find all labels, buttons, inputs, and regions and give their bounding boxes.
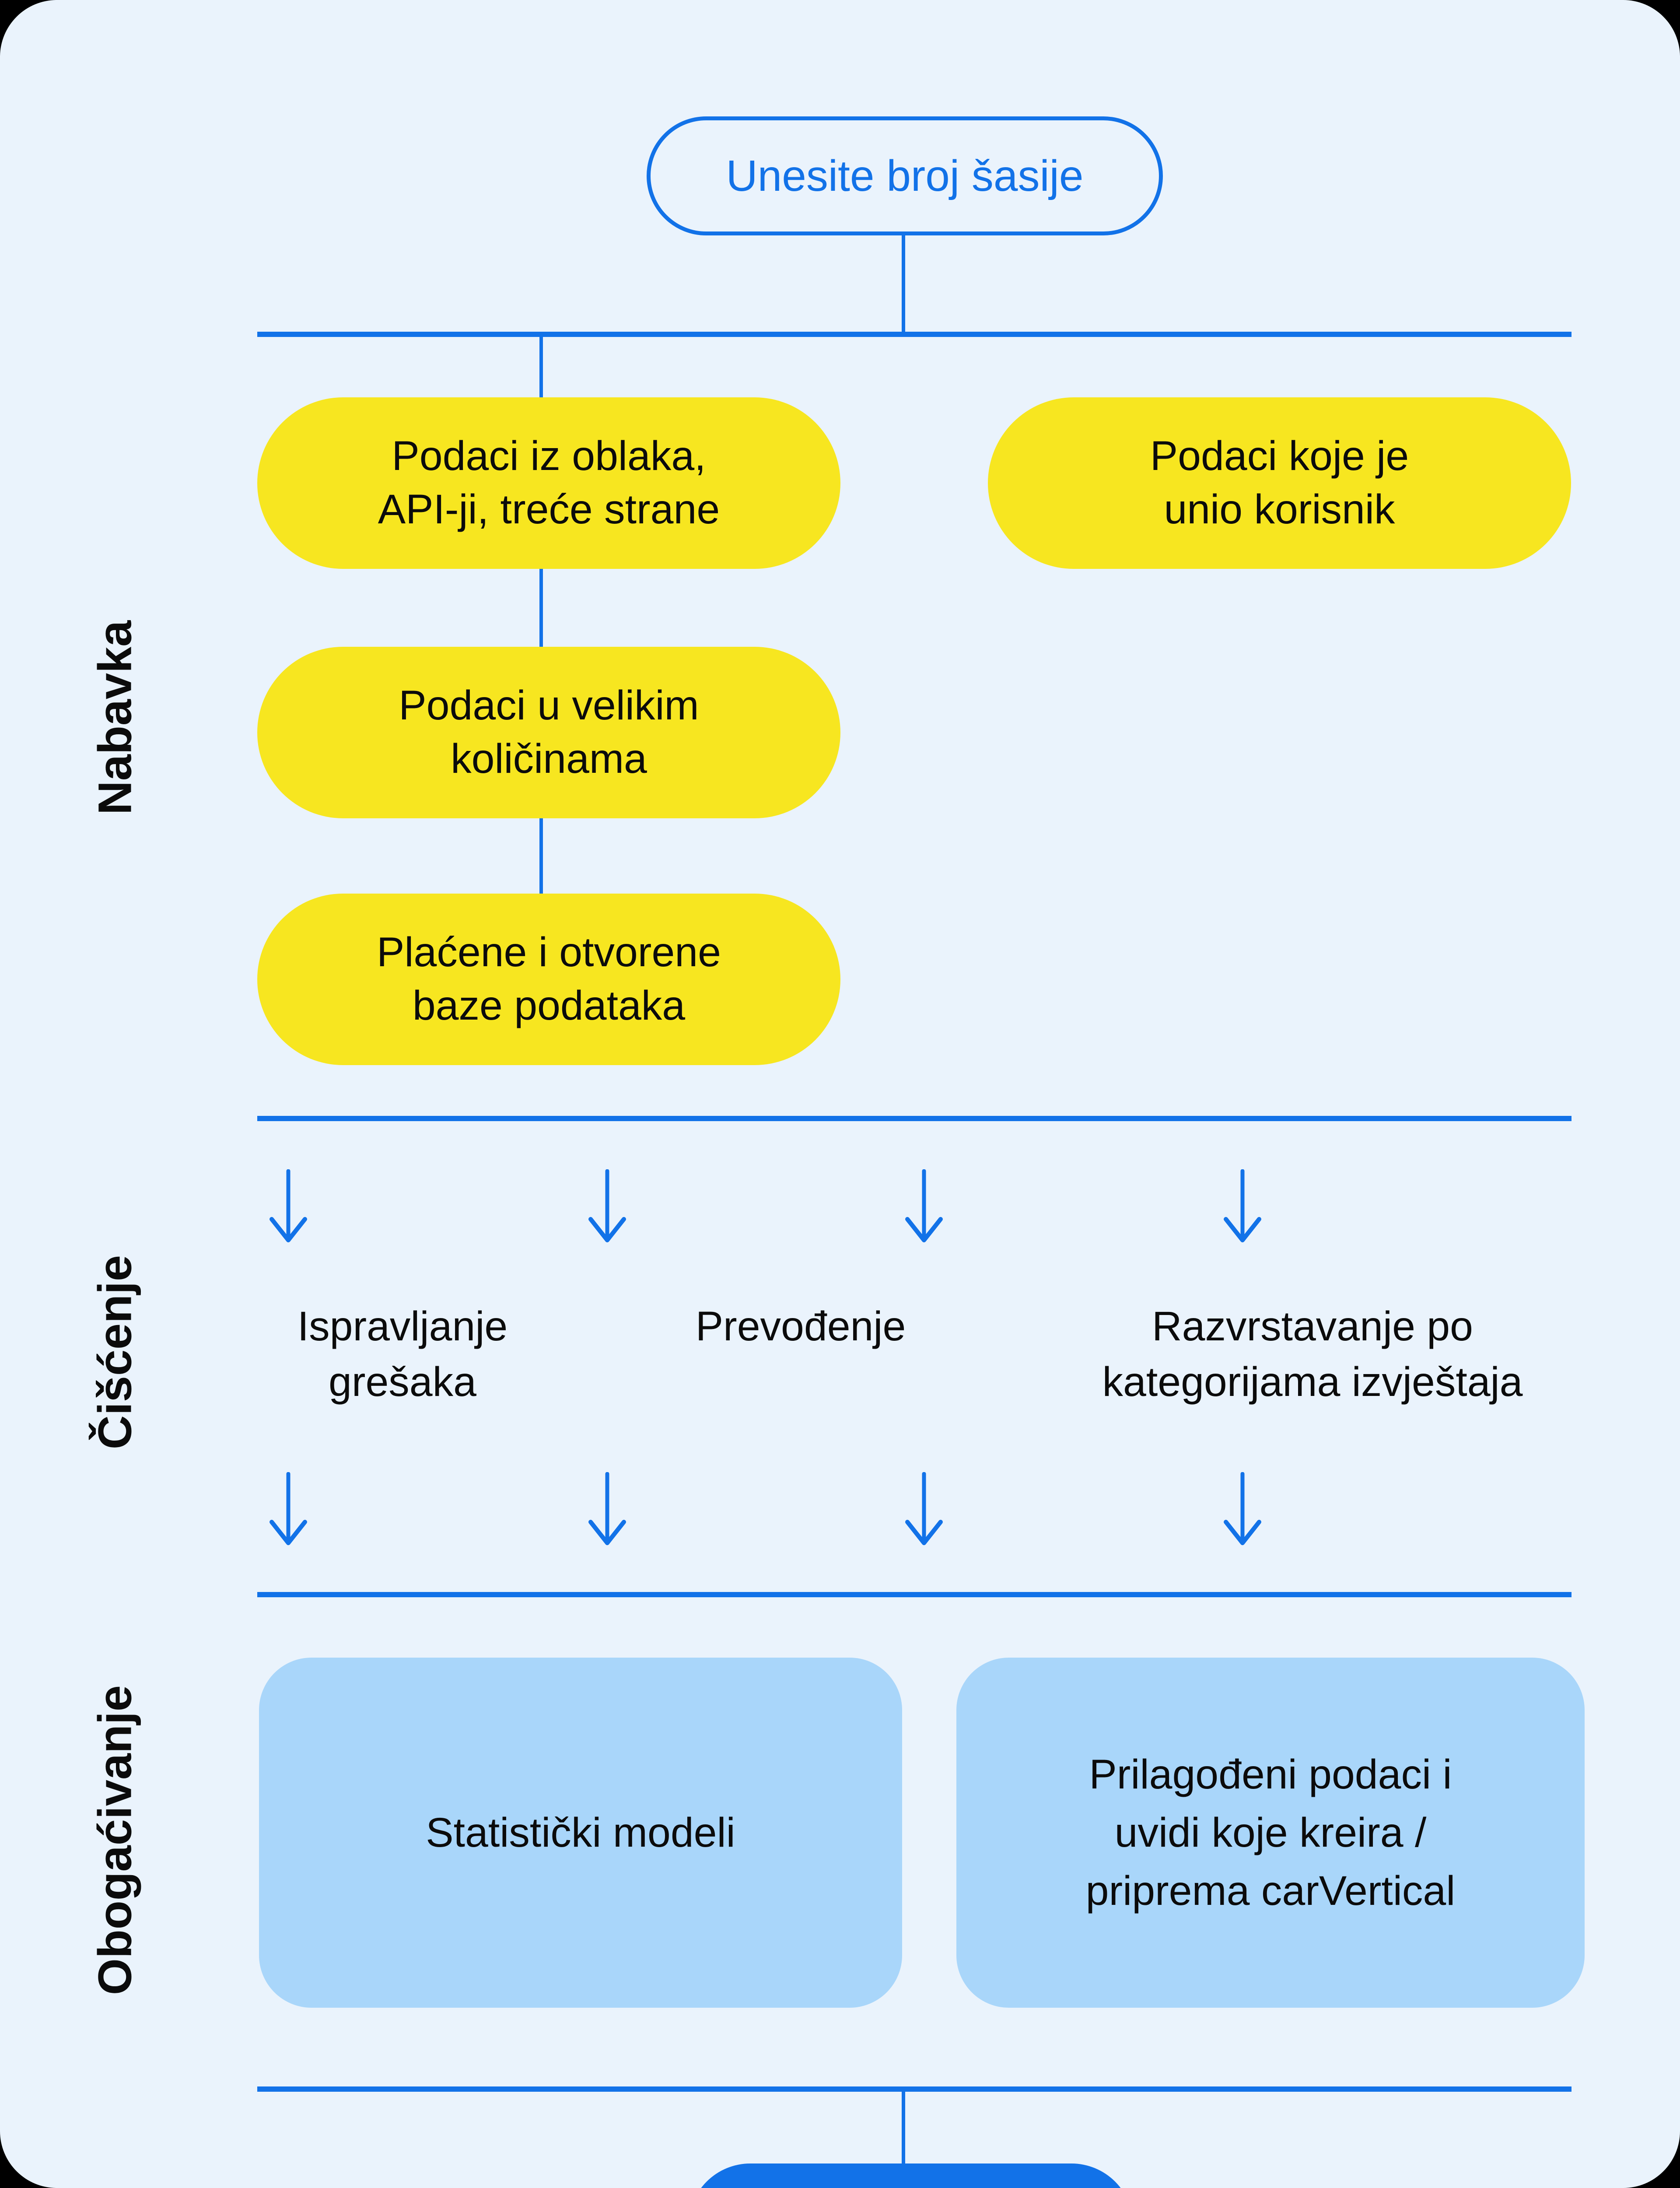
- down-arrow-icon: [588, 1169, 626, 1242]
- down-arrow-icon: [905, 1169, 943, 1242]
- section-divider: [257, 1592, 1572, 1597]
- section-label-nabavka: Nabavka: [88, 620, 141, 815]
- connector-line: [902, 2092, 905, 2164]
- start-node: Unesite broj šasije: [647, 116, 1163, 235]
- down-arrow-icon: [270, 1472, 307, 1545]
- connector-line: [539, 337, 543, 397]
- down-arrow-icon: [905, 1472, 943, 1545]
- down-arrow-icon: [270, 1169, 307, 1242]
- node-cloud-api-data: Podaci iz oblaka, API-ji, treće strane: [257, 397, 840, 569]
- box-carvertical-insights: Prilagođeni podaci i uvidi koje kreira /…: [956, 1658, 1585, 2008]
- connector-line: [902, 235, 905, 333]
- section-divider: [257, 2086, 1572, 2092]
- down-arrow-icon: [1224, 1169, 1261, 1242]
- node-bulk-data: Podaci u velikim količinama: [257, 647, 840, 818]
- branch-line: [257, 332, 1572, 337]
- connector-line: [539, 569, 543, 647]
- node-user-entered-data: Podaci koje je unio korisnik: [988, 397, 1571, 569]
- box-statistical-models: Statistički modeli: [259, 1658, 902, 2008]
- section-divider: [257, 1116, 1572, 1121]
- node-paid-open-databases: Plaćene i otvorene baze podataka: [257, 894, 840, 1065]
- section-label-obogacivanje: Obogaćivanje: [88, 1685, 141, 1995]
- step-error-correction: Ispravljanje grešaka: [297, 1303, 508, 1406]
- step-translation: Prevođenje: [695, 1303, 906, 1350]
- down-arrow-icon: [588, 1472, 626, 1545]
- connector-line: [539, 818, 543, 894]
- step-categorization: Razvrstavanje po kategorijama izvještaja: [1102, 1303, 1523, 1406]
- down-arrow-icon: [1224, 1472, 1261, 1545]
- report-button[interactable]: Izvještaj: [689, 2163, 1133, 2188]
- section-label-ciscenje: Čišćenje: [88, 1255, 141, 1450]
